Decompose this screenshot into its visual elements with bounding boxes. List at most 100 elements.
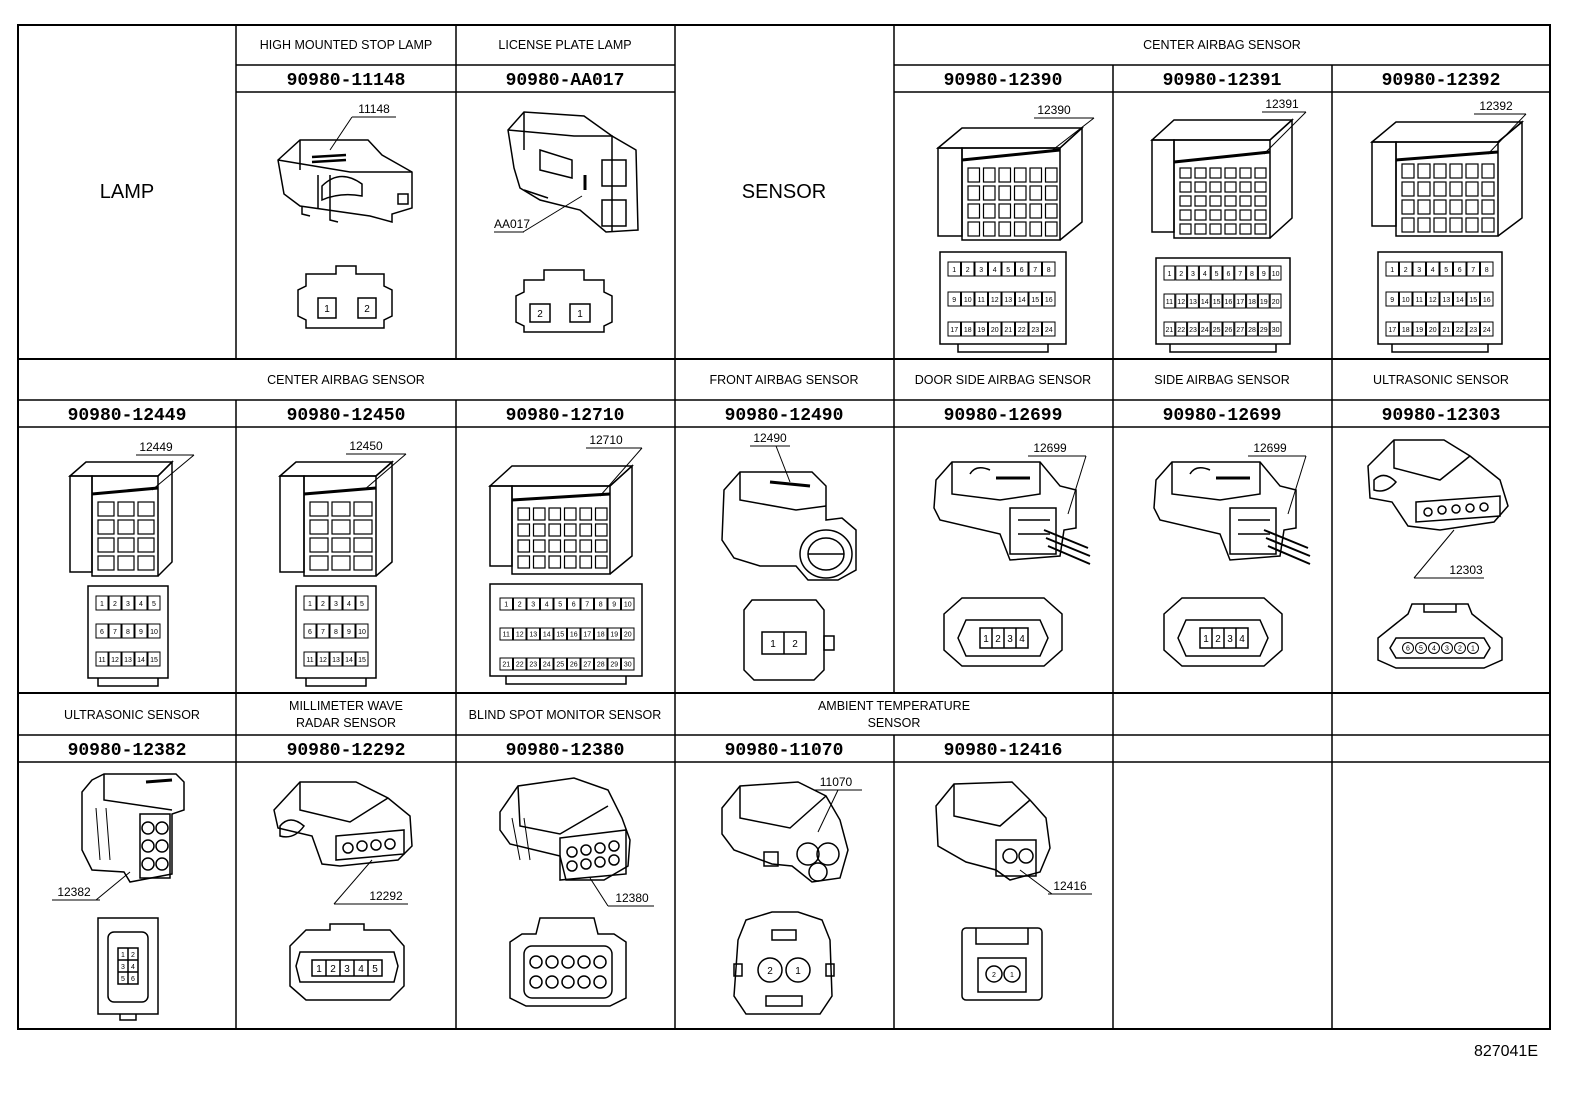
pin-cell — [1453, 291, 1467, 307]
callout-12382: 12382 — [57, 885, 91, 899]
pin-number: 12 — [991, 297, 999, 304]
pin-cell — [1001, 321, 1015, 337]
pin-cell — [607, 657, 621, 671]
cavity — [1449, 217, 1463, 233]
pin-cell — [1453, 261, 1467, 277]
part-number-11070: 90980-11070 — [725, 741, 844, 761]
pin-11148-b: 2 — [364, 304, 370, 315]
pin-number: 6 — [1020, 267, 1024, 274]
pin-cell — [134, 651, 148, 667]
connector-12390-drawing — [935, 126, 1084, 241]
pin-cell — [1453, 321, 1467, 337]
cavity — [1401, 199, 1415, 215]
pin-cell — [1163, 265, 1176, 281]
pin-12699-side-2: 2 — [1215, 634, 1221, 645]
callout-leader-12390 — [1049, 117, 1095, 153]
cavity — [1254, 195, 1267, 207]
pin-number: 9 — [1262, 271, 1266, 278]
cavity — [117, 555, 135, 571]
cavity — [1044, 167, 1058, 183]
pin-cell — [1015, 321, 1029, 337]
pin-cell — [594, 597, 608, 611]
cavity — [331, 519, 351, 535]
connector-12303-face — [1377, 603, 1503, 669]
callout-12699-side: 12699 — [1253, 441, 1287, 455]
pin-number: 2 — [966, 267, 970, 274]
callout-leader-aa017 — [522, 195, 583, 233]
pin-aa017-a: 2 — [537, 309, 543, 320]
pin-cell — [355, 651, 369, 667]
pin-number: 12 — [1177, 299, 1185, 306]
pin-number: 6 — [100, 629, 104, 636]
pin-cell — [974, 321, 988, 337]
pin-number: 18 — [964, 327, 972, 334]
pin-cell — [947, 261, 961, 277]
pin-cell — [961, 261, 975, 277]
pin-cell — [95, 623, 109, 639]
pin-cell — [1269, 293, 1282, 309]
cavity — [532, 507, 546, 521]
cavity — [1029, 221, 1043, 237]
cavity — [1029, 185, 1043, 201]
pin-number: 11 — [503, 632, 510, 639]
pin-cell — [567, 627, 581, 641]
cavity — [97, 537, 115, 553]
pin-number: 4 — [139, 601, 143, 608]
pin-cell — [1246, 265, 1258, 281]
pin-number: 4 — [993, 267, 997, 274]
connector-12391-grid — [1179, 167, 1267, 235]
pin-number: 29 — [1260, 327, 1268, 334]
pin-cell — [108, 623, 122, 639]
pin-number: 12 — [319, 657, 327, 664]
cavity — [1449, 199, 1463, 215]
sensor-group-label: SENSOR — [742, 181, 826, 203]
pin-cell — [95, 595, 109, 611]
pin-12382-6: 6 — [131, 976, 135, 983]
part-number-12490: 90980-12490 — [725, 406, 844, 426]
callout-12380: 12380 — [615, 891, 649, 905]
cavity — [1179, 223, 1192, 235]
pin-number: 5 — [1006, 267, 1010, 274]
pin-cell — [1385, 261, 1399, 277]
pin-12292-4: 4 — [358, 964, 364, 975]
pin-cell — [1028, 261, 1042, 277]
connector-12292-drawing — [273, 781, 413, 867]
pin-number: 15 — [358, 657, 366, 664]
cavity — [1449, 163, 1463, 179]
pin-number: 1 — [1167, 271, 1171, 278]
cavity — [982, 167, 996, 183]
pin-number: 1 — [504, 602, 508, 609]
cavity — [1433, 163, 1447, 179]
pin-number: 10 — [150, 629, 158, 636]
pin-number: 21 — [1166, 327, 1174, 334]
mmw-title-line1: MILLIMETER WAVE — [289, 699, 403, 713]
callout-12392: 12392 — [1479, 99, 1513, 113]
connector-12292-face — [289, 923, 405, 1001]
connector-12450-drawing — [278, 460, 394, 577]
pin-cell — [1466, 321, 1480, 337]
pin-cell — [1467, 642, 1479, 654]
center-airbag-title-row1: CENTER AIRBAG SENSOR — [1143, 38, 1301, 52]
pin-number: 6 — [1458, 267, 1462, 274]
pin-cell — [1187, 321, 1199, 337]
cavity — [97, 519, 115, 535]
callout-12391: 12391 — [1265, 97, 1299, 111]
cavity — [594, 539, 608, 553]
pin-number: 5 — [360, 601, 364, 608]
pin-cell — [553, 597, 567, 611]
pin-number: 26 — [570, 662, 578, 669]
pin-number: 17 — [950, 327, 958, 334]
pin-cell — [1210, 293, 1223, 309]
pin-cell — [121, 595, 135, 611]
pin-cell — [134, 623, 148, 639]
pin-number: 19 — [1260, 299, 1268, 306]
pin-cell — [316, 595, 330, 611]
ambient-title-line1: AMBIENT TEMPERATURE — [818, 699, 970, 713]
connector-12382-face — [97, 917, 159, 1021]
callout-leader-12450 — [363, 453, 407, 491]
connector-12490-face — [743, 599, 835, 681]
callout-12449: 12449 — [139, 440, 173, 454]
pin-number: 1 — [308, 601, 312, 608]
pin-cell — [621, 627, 635, 641]
